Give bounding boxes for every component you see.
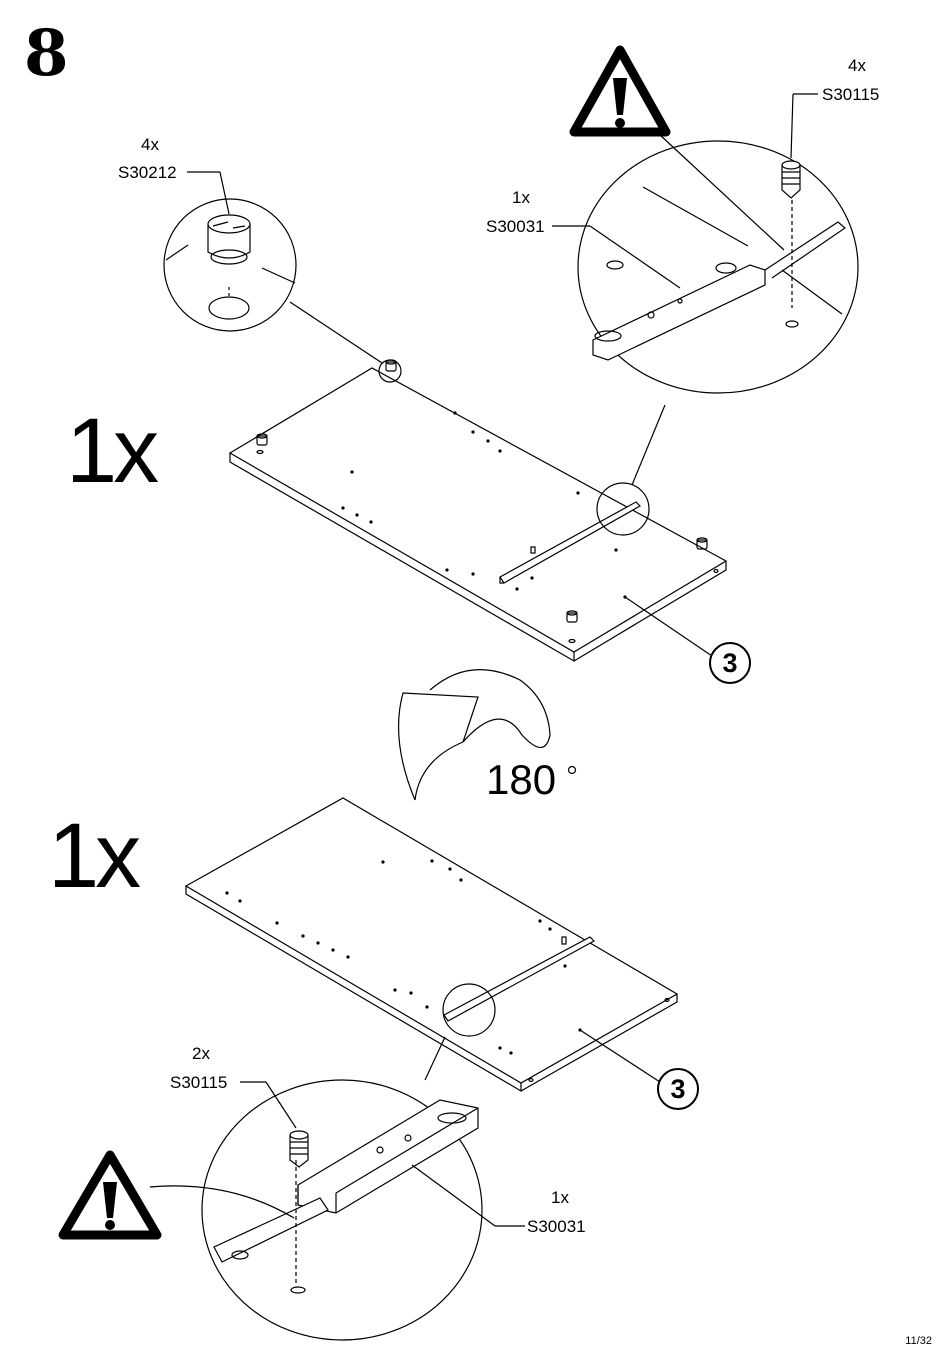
cam-lock-icon	[256, 359, 708, 623]
screw-code-bottom: S30115	[170, 1073, 228, 1092]
rail-code-top: S30031	[486, 217, 545, 236]
warning-triangle-icon-bottom	[58, 1150, 162, 1240]
quantity-bottom: 1x	[48, 805, 141, 907]
warning-triangle-icon-top	[569, 45, 671, 137]
slide-rail-detail-top	[577, 140, 859, 394]
screw-code-top: S30115	[822, 85, 880, 104]
quantity-top: 1x	[66, 400, 159, 502]
panel-top	[228, 359, 728, 663]
screw-icon	[781, 160, 801, 199]
rail-qty-bottom: 1x	[551, 1188, 569, 1207]
part-badge-bottom: 3	[657, 1068, 699, 1110]
cam-lock-detail	[163, 198, 297, 332]
page-number: 11/32	[905, 1335, 932, 1347]
rotate-arrow-icon	[397, 669, 551, 801]
cam-lock-code: S30212	[118, 163, 177, 182]
rotation-angle: 180	[486, 756, 557, 803]
slide-rail-detail-bottom	[201, 1079, 483, 1341]
cam-lock-qty: 4x	[141, 135, 159, 154]
rail-qty-top: 1x	[512, 188, 530, 207]
slide-rail-icon	[443, 936, 595, 1022]
screw-qty-top: 4x	[848, 56, 866, 75]
rail-code-bottom: S30031	[527, 1217, 586, 1236]
step-number: 8	[24, 16, 69, 91]
slide-rail-icon	[499, 501, 641, 584]
screw-icon	[289, 1130, 309, 1168]
screw-qty-bottom: 2x	[192, 1044, 210, 1063]
part-badge-top: 3	[709, 642, 751, 684]
panel-bottom	[184, 797, 679, 1093]
